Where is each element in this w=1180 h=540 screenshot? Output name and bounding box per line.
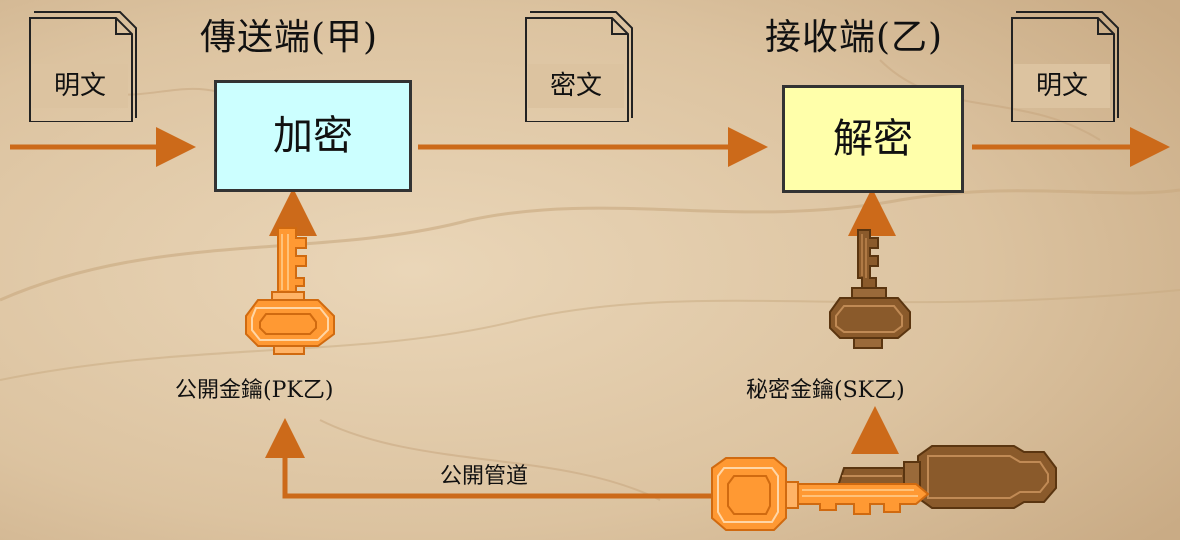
decrypt-box: 解密 <box>782 85 964 193</box>
ciphertext-document: 密文 <box>524 10 634 122</box>
secret-key-icon <box>829 229 911 349</box>
plaintext-input-document: 明文 <box>28 10 138 122</box>
plaintext-input-label: 明文 <box>32 64 128 108</box>
arrow-icon <box>265 418 712 499</box>
plaintext-output-document: 明文 <box>1010 10 1120 122</box>
document-icon <box>525 11 633 122</box>
encrypt-box: 加密 <box>214 80 412 192</box>
plaintext-output-label: 明文 <box>1014 64 1110 108</box>
public-key-icon <box>245 227 335 355</box>
receiver-title: 接收端(乙) <box>765 17 944 58</box>
ciphertext-label: 密文 <box>528 64 624 108</box>
public-key-icon <box>711 457 930 531</box>
document-icon <box>1011 11 1119 122</box>
public-channel-label: 公開管道 <box>440 464 529 489</box>
sender-title: 傳送端(甲) <box>200 17 379 58</box>
secret-key-label: 秘密金鑰(SK乙) <box>746 378 905 403</box>
public-key-label: 公開金鑰(PK乙) <box>175 378 334 403</box>
key-pair-icon <box>711 445 1057 531</box>
document-icon <box>29 11 137 122</box>
